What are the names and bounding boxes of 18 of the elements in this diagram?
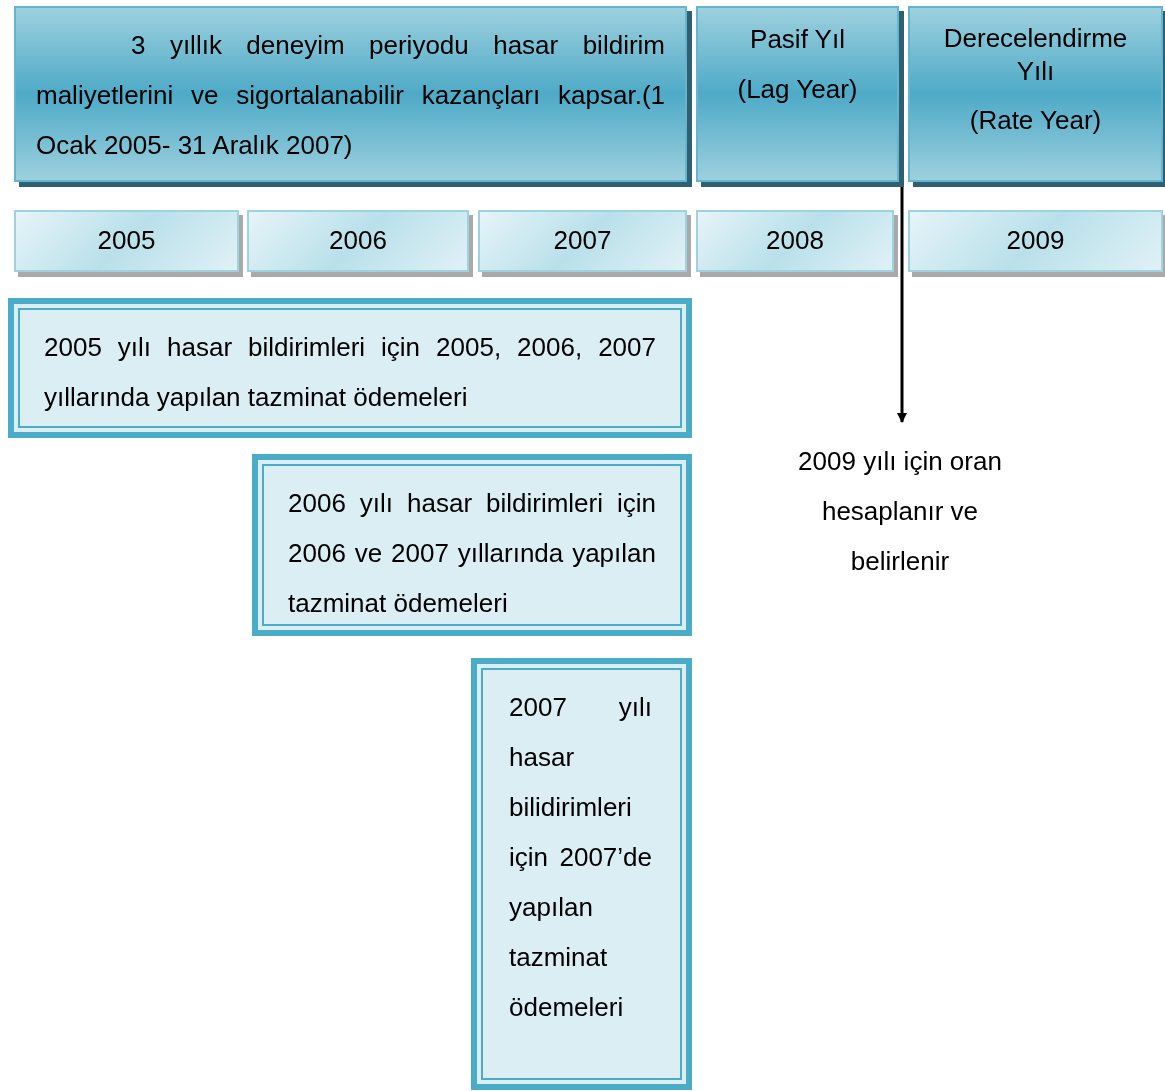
box-text: 2007 yılı hasar bilidirimleri için 2007’de yapılan tazminat ödemeleri — [509, 691, 652, 1024]
box-text: 2006 yılı hasar bildirimleri için 2006 ve 2007 yıllarında yapılan tazminat ödemeleri — [288, 487, 656, 620]
year-label: 2008 — [765, 224, 825, 257]
year-label: 2007 — [552, 224, 613, 257]
box-text: 2009 yılı için oran hesaplanır ve belirlenir — [797, 445, 1003, 578]
box-text: Pasif Yıl — [749, 23, 846, 56]
year-label: 2006 — [328, 224, 388, 257]
year-label: 2009 — [1005, 224, 1066, 257]
box-text: (Lag Year) — [736, 73, 859, 106]
box-text: 3 yıllık deneyim periyodu hasar bildirim maliyetlerini ve sigortalanabilir kazançları kapsar.(1 Ocak 2005- 31 Aralık 2007) — [36, 29, 665, 162]
box-text: (Rate Year) — [968, 104, 1103, 137]
year-label: 2005 — [96, 224, 157, 257]
claims-box — [471, 658, 692, 1090]
claims-box — [8, 298, 692, 438]
claims-box — [252, 454, 692, 636]
box-text: 2005 yılı hasar bildirimleri için 2005, 2006, 2007 yıllarında yapılan tazminat ödemeleri — [44, 331, 656, 414]
arrow — [897, 186, 907, 423]
box-text: Derecelendirme Yılı — [942, 22, 1129, 88]
